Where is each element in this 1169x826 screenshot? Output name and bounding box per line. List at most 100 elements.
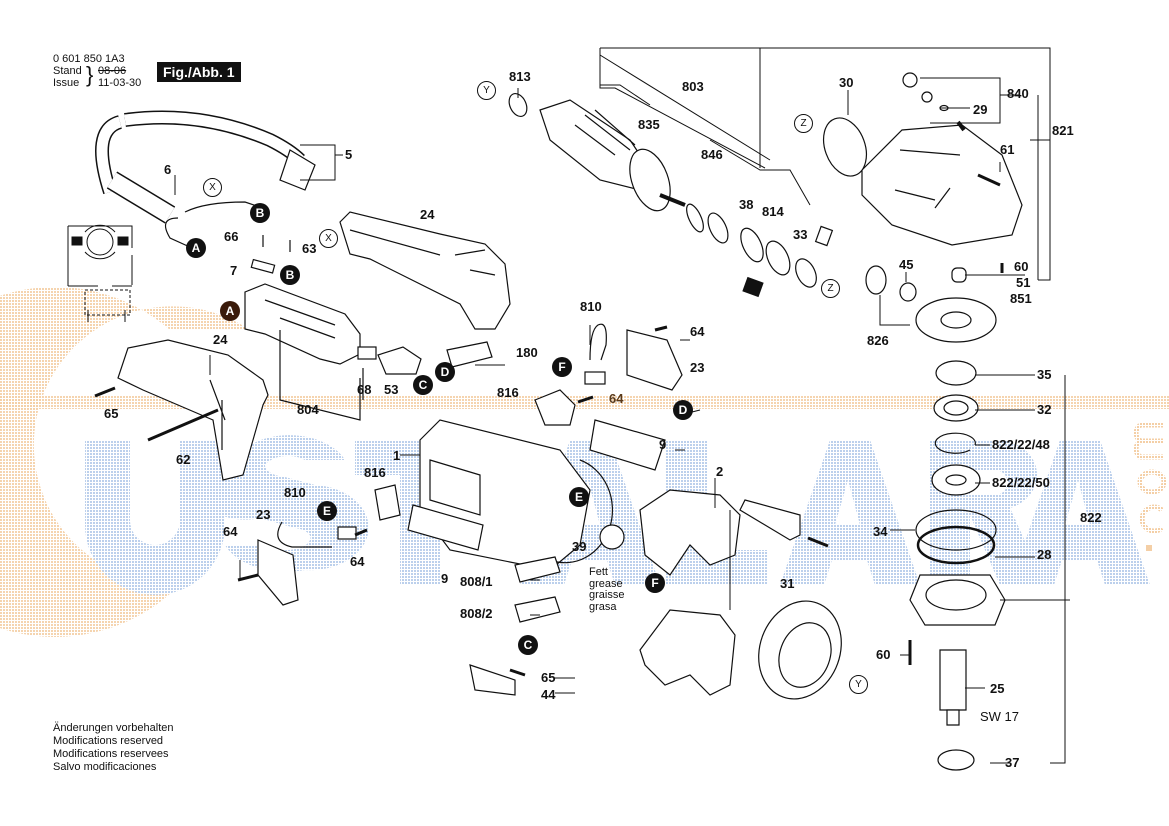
connector-badge-c[interactable]: C bbox=[413, 375, 433, 395]
callout-822-22-50[interactable]: 822/22/50 bbox=[992, 475, 1050, 490]
ref-ring-x[interactable]: X bbox=[319, 229, 338, 248]
connector-badge-d[interactable]: D bbox=[673, 400, 693, 420]
callout-9-bottom[interactable]: 9 bbox=[441, 571, 449, 586]
callout-816-left[interactable]: 816 bbox=[364, 465, 386, 480]
callout-53[interactable]: 53 bbox=[384, 382, 399, 397]
callout-2[interactable]: 2 bbox=[716, 464, 724, 479]
callout-68[interactable]: 68 bbox=[357, 382, 372, 397]
rear-handle-upper[interactable] bbox=[339, 211, 511, 330]
callout-35[interactable]: 35 bbox=[1037, 367, 1052, 382]
gear-housing[interactable] bbox=[816, 72, 1023, 283]
connector-badge-a[interactable]: A bbox=[220, 301, 240, 321]
callout-25[interactable]: 25 bbox=[990, 681, 1005, 696]
callout-5[interactable]: 5 bbox=[345, 147, 353, 162]
leader-lines bbox=[174, 47, 1070, 764]
callout-29[interactable]: 29 bbox=[973, 102, 988, 117]
grease-note-en: grease bbox=[589, 577, 623, 590]
part-number: 0 601 850 1A3 bbox=[53, 53, 125, 65]
callout-840[interactable]: 840 bbox=[1007, 86, 1029, 101]
callout-34[interactable]: 34 bbox=[873, 524, 888, 539]
callout-846[interactable]: 846 bbox=[701, 147, 723, 162]
callout-64-mid[interactable]: 64 bbox=[350, 554, 365, 569]
callout-32[interactable]: 32 bbox=[1037, 402, 1052, 417]
callout-39[interactable]: 39 bbox=[572, 539, 587, 554]
callout-65-bottom[interactable]: 65 bbox=[541, 670, 556, 685]
callout-1[interactable]: 1 bbox=[393, 448, 401, 463]
connector-badge-a[interactable]: A bbox=[186, 238, 206, 258]
ref-ring-x[interactable]: X bbox=[203, 178, 222, 197]
callout-808-1[interactable]: 808/1 bbox=[460, 574, 493, 589]
callout-45[interactable]: 45 bbox=[899, 257, 914, 272]
callout-821[interactable]: 821 bbox=[1052, 123, 1074, 138]
callout-60-bottom[interactable]: 60 bbox=[876, 647, 891, 662]
armature[interactable] bbox=[506, 91, 686, 216]
callout-63[interactable]: 63 bbox=[302, 241, 317, 256]
callout-37[interactable]: 37 bbox=[1005, 755, 1020, 770]
ref-ring-z[interactable]: Z bbox=[794, 114, 813, 133]
bearing-rings[interactable] bbox=[683, 202, 834, 298]
connector-badge-c[interactable]: C bbox=[518, 635, 538, 655]
connector-badge-d[interactable]: D bbox=[435, 362, 455, 382]
connector-badge-b[interactable]: B bbox=[280, 265, 300, 285]
rear-handle-side[interactable] bbox=[94, 339, 269, 481]
callout-66[interactable]: 66 bbox=[224, 229, 239, 244]
callout-30[interactable]: 30 bbox=[839, 75, 854, 90]
callout-64-holder[interactable]: 64 bbox=[609, 391, 624, 406]
connector-badge-b[interactable]: B bbox=[250, 203, 270, 223]
callout-822-22-48[interactable]: 822/22/48 bbox=[992, 437, 1050, 452]
connector-badge-e[interactable]: E bbox=[317, 501, 337, 521]
callout-816-top[interactable]: 816 bbox=[497, 385, 519, 400]
callout-7[interactable]: 7 bbox=[230, 263, 238, 278]
callout-sw17[interactable]: SW 17 bbox=[980, 709, 1020, 724]
callout-31[interactable]: 31 bbox=[780, 576, 795, 591]
callout-804[interactable]: 804 bbox=[297, 402, 319, 417]
callout-814[interactable]: 814 bbox=[762, 204, 784, 219]
switch-assembly[interactable] bbox=[244, 235, 422, 421]
callout-38[interactable]: 38 bbox=[739, 197, 754, 212]
callout-24-side[interactable]: 24 bbox=[213, 332, 228, 347]
callout-64-left[interactable]: 64 bbox=[223, 524, 238, 539]
bearing-flange[interactable] bbox=[745, 589, 854, 710]
field-stator[interactable] bbox=[639, 489, 829, 696]
callout-180[interactable]: 180 bbox=[516, 345, 538, 360]
callout-851[interactable]: 851 bbox=[1010, 291, 1032, 306]
callout-60-top[interactable]: 60 bbox=[1014, 259, 1029, 274]
callout-65-handle[interactable]: 65 bbox=[104, 406, 119, 421]
callout-808-2[interactable]: 808/2 bbox=[460, 606, 493, 621]
small-parts[interactable] bbox=[237, 325, 668, 696]
callout-62[interactable]: 62 bbox=[176, 452, 191, 467]
callout-810-top[interactable]: 810 bbox=[580, 299, 602, 314]
callout-810-left[interactable]: 810 bbox=[284, 485, 306, 500]
callout-9-top[interactable]: 9 bbox=[659, 437, 667, 452]
callout-813[interactable]: 813 bbox=[509, 69, 531, 84]
callout-803[interactable]: 803 bbox=[682, 79, 704, 94]
callout-44[interactable]: 44 bbox=[541, 687, 556, 702]
callout-23-top[interactable]: 23 bbox=[690, 360, 705, 375]
ref-ring-y[interactable]: Y bbox=[849, 675, 868, 694]
callout-822[interactable]: 822 bbox=[1080, 510, 1102, 525]
power-cord[interactable] bbox=[95, 110, 316, 249]
connector-badge-f[interactable]: F bbox=[645, 573, 665, 593]
ref-ring-z[interactable]: Z bbox=[821, 279, 840, 298]
callout-61[interactable]: 61 bbox=[1000, 142, 1015, 157]
callout-24-upper[interactable]: 24 bbox=[420, 207, 435, 222]
callout-33[interactable]: 33 bbox=[793, 227, 808, 242]
footer-note-fr: Modifications reservees bbox=[53, 748, 169, 760]
callout-51[interactable]: 51 bbox=[1016, 275, 1031, 290]
connector-badge-f[interactable]: F bbox=[552, 357, 572, 377]
callout-826[interactable]: 826 bbox=[867, 333, 889, 348]
callout-28[interactable]: 28 bbox=[1037, 547, 1052, 562]
bevel-gear-set[interactable] bbox=[865, 265, 997, 343]
issue-label: Issue bbox=[53, 77, 80, 89]
ref-ring-y[interactable]: Y bbox=[477, 81, 496, 100]
spindle-components[interactable] bbox=[908, 360, 1006, 771]
connector-badge-e[interactable]: E bbox=[569, 487, 589, 507]
grease-note-de: Fett bbox=[589, 566, 608, 578]
callout-6[interactable]: 6 bbox=[164, 162, 172, 177]
callout-23-left[interactable]: 23 bbox=[256, 507, 271, 522]
brush-holders[interactable] bbox=[257, 323, 683, 606]
callout-835[interactable]: 835 bbox=[638, 117, 660, 132]
callout-64-cap[interactable]: 64 bbox=[690, 324, 705, 339]
motor-housing[interactable] bbox=[407, 419, 666, 571]
